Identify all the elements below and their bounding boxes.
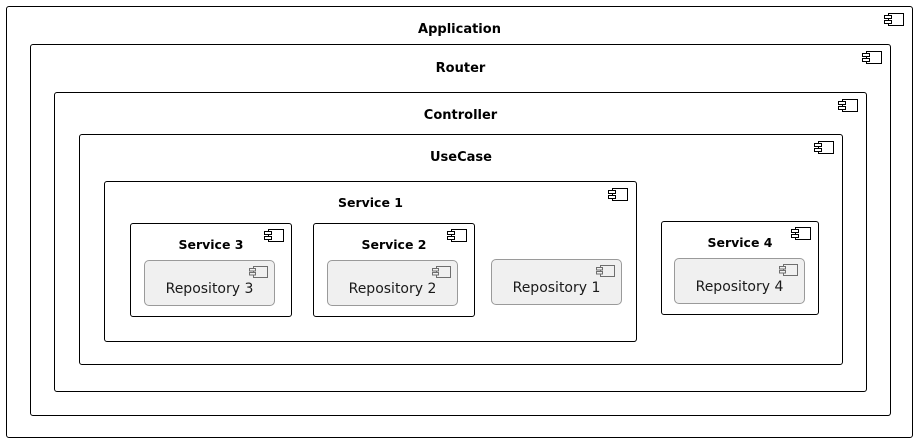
component-service-1[interactable]: Service 1 Service 3 [104, 181, 637, 342]
component-service-3[interactable]: Service 3 [130, 223, 292, 317]
component-usecase[interactable]: UseCase Service 1 [79, 134, 843, 365]
component-router-label: Router [435, 61, 486, 76]
component-application[interactable]: Application Router Controller [6, 6, 913, 438]
uml-component-icon [432, 266, 451, 278]
uml-component-icon [249, 266, 268, 278]
uml-component-icon [447, 229, 467, 242]
uml-component-icon [814, 141, 834, 154]
component-service-2[interactable]: Service 2 [313, 223, 475, 317]
uml-component-icon [264, 229, 284, 242]
component-controller[interactable]: Controller UseCase Servi [54, 92, 867, 392]
component-repository-4[interactable]: Repository 4 [674, 258, 805, 304]
component-repository-3-label: Repository 3 [165, 281, 254, 297]
uml-component-icon [862, 51, 882, 64]
uml-component-icon [884, 13, 904, 26]
component-service-1-label: Service 1 [337, 195, 403, 210]
uml-component-icon [779, 264, 798, 276]
component-repository-2-label: Repository 2 [348, 281, 437, 297]
component-repository-1[interactable]: Repository 1 [491, 259, 622, 305]
uml-component-icon [596, 265, 615, 277]
component-controller-label: Controller [423, 108, 498, 123]
component-application-label: Application [418, 22, 501, 37]
component-repository-2[interactable]: Repository 2 [327, 260, 458, 306]
component-repository-4-label: Repository 4 [695, 279, 784, 295]
component-router[interactable]: Router Controller UseCase [30, 44, 891, 416]
component-usecase-label: UseCase [430, 150, 492, 165]
uml-component-icon [791, 227, 811, 240]
uml-component-icon [838, 99, 858, 112]
component-repository-1-label: Repository 1 [512, 280, 601, 296]
component-repository-3[interactable]: Repository 3 [144, 260, 275, 306]
component-service-4[interactable]: Service 4 Repository 4 [661, 221, 819, 315]
uml-component-icon [608, 188, 628, 201]
